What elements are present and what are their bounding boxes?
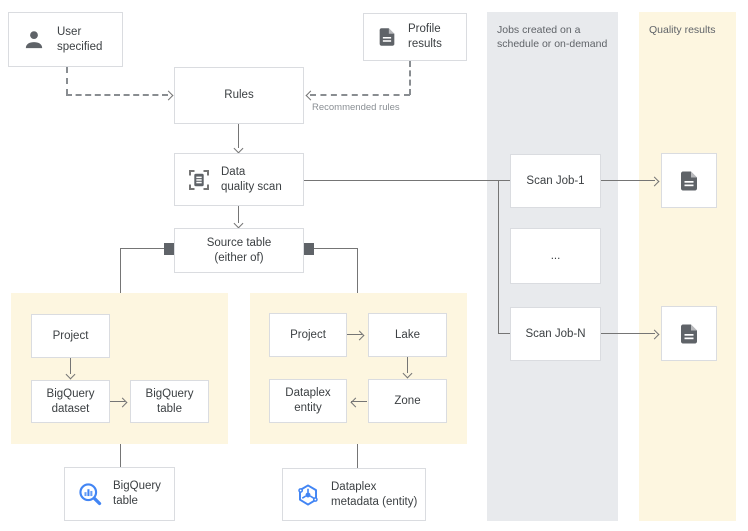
connector-project-to-dataset xyxy=(70,358,71,374)
connector-scan-to-job1 xyxy=(304,180,510,181)
profile-results-label-line1: Profile xyxy=(408,23,441,35)
source-table-label-line1: Source table xyxy=(206,236,272,249)
connector-project-to-lake xyxy=(347,334,362,335)
connector-zone-to-entity xyxy=(351,401,367,402)
arrowhead-scan-to-source xyxy=(233,218,244,229)
bigquery-table-label-line2: table xyxy=(157,402,182,415)
bigquery-project-label: Project xyxy=(52,329,89,342)
connector-branch-to-jobn xyxy=(498,333,510,334)
rules-label: Rules xyxy=(224,89,254,101)
bigquery-dataset-label-line1: BigQuery xyxy=(46,387,95,400)
source-left-endpoint-square xyxy=(164,243,175,255)
bigquery-dataset-label-line2: dataset xyxy=(51,402,90,415)
connector-jobn-to-result xyxy=(601,333,655,334)
lake-label: Lake xyxy=(395,328,420,341)
jobs-column-header-line2: schedule or on-demand xyxy=(497,38,608,50)
bigquery-table-product-label-line1: BigQuery xyxy=(113,480,161,492)
quality-column-header: Quality results xyxy=(649,24,716,36)
person-icon xyxy=(21,27,47,53)
bigquery-project-node: Project xyxy=(31,314,110,358)
connector-jobs-branch-vertical xyxy=(498,180,499,334)
source-right-endpoint-square xyxy=(303,243,314,255)
user-specified-node: User specified xyxy=(8,12,123,67)
connector-lake-to-zone xyxy=(407,357,408,373)
rules-node: Rules xyxy=(174,67,304,124)
user-specified-label-line1: User xyxy=(57,25,82,38)
dataplex-project-label: Project xyxy=(290,328,326,341)
jobs-column-header: Jobs created on a schedule or on-demand xyxy=(487,12,618,51)
bigquery-dataset-node: BigQuery dataset xyxy=(31,380,110,423)
scan-job-n-label: Scan Job-N xyxy=(525,327,586,340)
data-quality-scan-node: Data quality scan xyxy=(174,153,304,206)
connector-rules-to-scan xyxy=(238,124,239,148)
connector-scan-to-source xyxy=(238,206,239,223)
source-table-label-line2: (either of) xyxy=(214,251,264,264)
bigquery-table-product-label-line2: table xyxy=(113,495,138,507)
bigquery-table-product-node: BigQuery table xyxy=(64,467,175,521)
lake-node: Lake xyxy=(368,313,447,357)
dataplex-entity-label-line2: entity xyxy=(294,402,322,414)
scan-job-1-node: Scan Job-1 xyxy=(510,154,601,208)
quality-result-n-node xyxy=(661,306,717,361)
connector-user-to-rules-vertical xyxy=(66,67,68,95)
bigquery-icon xyxy=(77,481,103,507)
profile-results-label-line2: results xyxy=(408,38,442,50)
bigquery-table-label-line1: BigQuery xyxy=(145,387,194,400)
arrowhead-into-rules-left xyxy=(163,90,174,101)
profile-results-node: Profile results xyxy=(363,13,467,61)
dataplex-metadata-node: Dataplex metadata (entity) xyxy=(282,468,426,521)
connector-source-right-horizontal xyxy=(311,248,358,249)
connector-dataset-to-table xyxy=(110,401,125,402)
scan-job-ellipsis-node: ... xyxy=(510,228,601,284)
scan-job-ellipsis-label: ... xyxy=(550,249,561,262)
jobs-column-header-line1: Jobs created on a xyxy=(497,24,581,36)
quality-result-1-node xyxy=(661,153,717,208)
connector-profile-to-rules-horizontal xyxy=(310,94,410,96)
bigquery-table-node: BigQuery table xyxy=(130,380,209,423)
result-document-icon xyxy=(677,322,701,346)
arrowhead-into-rules-right xyxy=(305,90,316,101)
recommended-rules-label: Recommended rules xyxy=(312,102,400,113)
connector-user-to-rules-horizontal xyxy=(66,94,168,96)
data-quality-scan-label-line1: Data xyxy=(221,165,246,178)
connector-profile-to-rules-vertical xyxy=(409,61,411,95)
connector-source-left-horizontal xyxy=(120,248,166,249)
dataplex-entity-node: Dataplex entity xyxy=(269,379,347,423)
scan-job-1-label: Scan Job-1 xyxy=(526,174,585,187)
dataplex-metadata-label-line2: metadata (entity) xyxy=(331,495,418,508)
scan-job-n-node: Scan Job-N xyxy=(510,307,601,361)
quality-results-column: Quality results xyxy=(639,12,736,521)
user-specified-label-line2: specified xyxy=(57,40,103,53)
data-quality-scan-label-line2: quality scan xyxy=(221,180,282,193)
source-table-node: Source table (either of) xyxy=(174,228,304,273)
result-document-icon xyxy=(677,169,701,193)
connector-job1-to-result xyxy=(601,180,655,181)
arrowhead-rules-to-scan xyxy=(233,143,244,154)
dataplex-icon xyxy=(295,482,321,508)
data-quality-scan-icon xyxy=(187,168,211,192)
dataplex-entity-label-line1: Dataplex xyxy=(285,387,331,399)
document-icon xyxy=(376,26,398,48)
dataplex-metadata-label-line1: Dataplex xyxy=(331,480,377,493)
zone-node: Zone xyxy=(368,379,447,423)
zone-label: Zone xyxy=(394,394,421,407)
dataplex-project-node: Project xyxy=(269,313,347,357)
